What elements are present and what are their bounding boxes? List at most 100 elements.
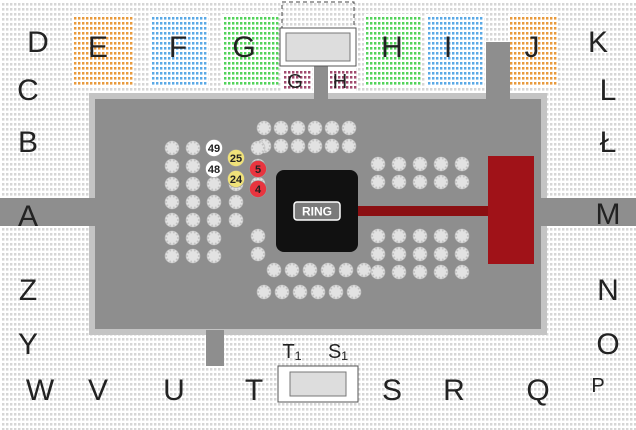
table[interactable] xyxy=(454,174,470,190)
table[interactable] xyxy=(412,246,428,262)
table[interactable] xyxy=(185,176,201,192)
table[interactable] xyxy=(412,228,428,244)
table[interactable] xyxy=(412,174,428,190)
table[interactable] xyxy=(164,194,180,210)
table[interactable] xyxy=(341,120,357,136)
table[interactable] xyxy=(164,140,180,156)
table[interactable] xyxy=(370,174,386,190)
table[interactable] xyxy=(185,248,201,264)
table[interactable] xyxy=(391,156,407,172)
table[interactable] xyxy=(164,212,180,228)
table[interactable] xyxy=(164,248,180,264)
table[interactable] xyxy=(346,284,362,300)
table[interactable] xyxy=(250,140,266,156)
table[interactable] xyxy=(185,212,201,228)
table[interactable] xyxy=(206,230,222,246)
table[interactable] xyxy=(228,212,244,228)
table[interactable] xyxy=(324,120,340,136)
table[interactable] xyxy=(164,158,180,174)
right-entrance-corridor xyxy=(540,198,636,226)
table[interactable] xyxy=(292,284,308,300)
table[interactable] xyxy=(273,138,289,154)
table[interactable] xyxy=(273,120,289,136)
table[interactable] xyxy=(412,156,428,172)
table[interactable] xyxy=(256,284,272,300)
table[interactable] xyxy=(370,228,386,244)
table[interactable] xyxy=(320,262,336,278)
camera-platform-inner xyxy=(285,32,351,62)
stand-I[interactable] xyxy=(426,14,484,88)
table[interactable] xyxy=(228,194,244,210)
ring[interactable]: RING xyxy=(276,170,358,252)
table[interactable] xyxy=(164,176,180,192)
table-24[interactable]: 24 xyxy=(227,170,245,188)
stand-inner-H[interactable] xyxy=(328,68,357,92)
section-label-Y: Y xyxy=(18,328,38,361)
table[interactable] xyxy=(338,262,354,278)
table[interactable] xyxy=(454,246,470,262)
table-4[interactable]: 4 xyxy=(249,180,267,198)
section-label-T: T xyxy=(245,374,263,407)
table[interactable] xyxy=(206,248,222,264)
table[interactable] xyxy=(370,246,386,262)
table[interactable] xyxy=(454,264,470,280)
table[interactable] xyxy=(164,230,180,246)
bottom-entrance-corridor xyxy=(206,330,224,366)
table[interactable] xyxy=(433,156,449,172)
table[interactable] xyxy=(185,230,201,246)
table[interactable] xyxy=(433,246,449,262)
table[interactable] xyxy=(302,262,318,278)
main-stage[interactable] xyxy=(488,156,534,264)
table[interactable] xyxy=(391,264,407,280)
section-label-U: U xyxy=(163,374,185,407)
table[interactable] xyxy=(433,264,449,280)
table[interactable] xyxy=(391,174,407,190)
section-label-B: B xyxy=(18,126,38,159)
table[interactable] xyxy=(307,120,323,136)
stand-F[interactable] xyxy=(150,14,208,88)
stand-G[interactable] xyxy=(222,14,279,88)
table[interactable] xyxy=(454,156,470,172)
stand-J[interactable] xyxy=(508,14,558,88)
table[interactable] xyxy=(206,194,222,210)
table[interactable] xyxy=(185,140,201,156)
table-25[interactable]: 25 xyxy=(227,149,245,167)
table[interactable] xyxy=(341,138,357,154)
table[interactable] xyxy=(324,138,340,154)
table[interactable] xyxy=(412,264,428,280)
table[interactable] xyxy=(206,176,222,192)
table[interactable] xyxy=(433,174,449,190)
table[interactable] xyxy=(250,228,266,244)
table-number-label: 49 xyxy=(208,143,220,155)
table[interactable] xyxy=(391,228,407,244)
table[interactable] xyxy=(310,284,326,300)
table-49[interactable]: 49 xyxy=(205,139,223,157)
table-number-label: 48 xyxy=(208,164,220,176)
table[interactable] xyxy=(185,158,201,174)
table[interactable] xyxy=(290,120,306,136)
table[interactable] xyxy=(433,228,449,244)
table[interactable] xyxy=(370,264,386,280)
table[interactable] xyxy=(266,262,282,278)
table[interactable] xyxy=(274,284,290,300)
table[interactable] xyxy=(250,246,266,262)
table[interactable] xyxy=(356,262,372,278)
stage-area xyxy=(356,156,534,264)
table-48[interactable]: 48 xyxy=(205,160,223,178)
stand-H[interactable] xyxy=(364,14,421,88)
table[interactable] xyxy=(391,246,407,262)
table[interactable] xyxy=(328,284,344,300)
stand-inner-G[interactable] xyxy=(282,68,312,92)
table[interactable] xyxy=(206,212,222,228)
table[interactable] xyxy=(290,138,306,154)
table[interactable] xyxy=(454,228,470,244)
table[interactable] xyxy=(307,138,323,154)
stand-E[interactable] xyxy=(72,14,134,88)
table[interactable] xyxy=(256,120,272,136)
table[interactable] xyxy=(185,194,201,210)
table[interactable] xyxy=(370,156,386,172)
table-5[interactable]: 5 xyxy=(249,160,267,178)
table[interactable] xyxy=(284,262,300,278)
